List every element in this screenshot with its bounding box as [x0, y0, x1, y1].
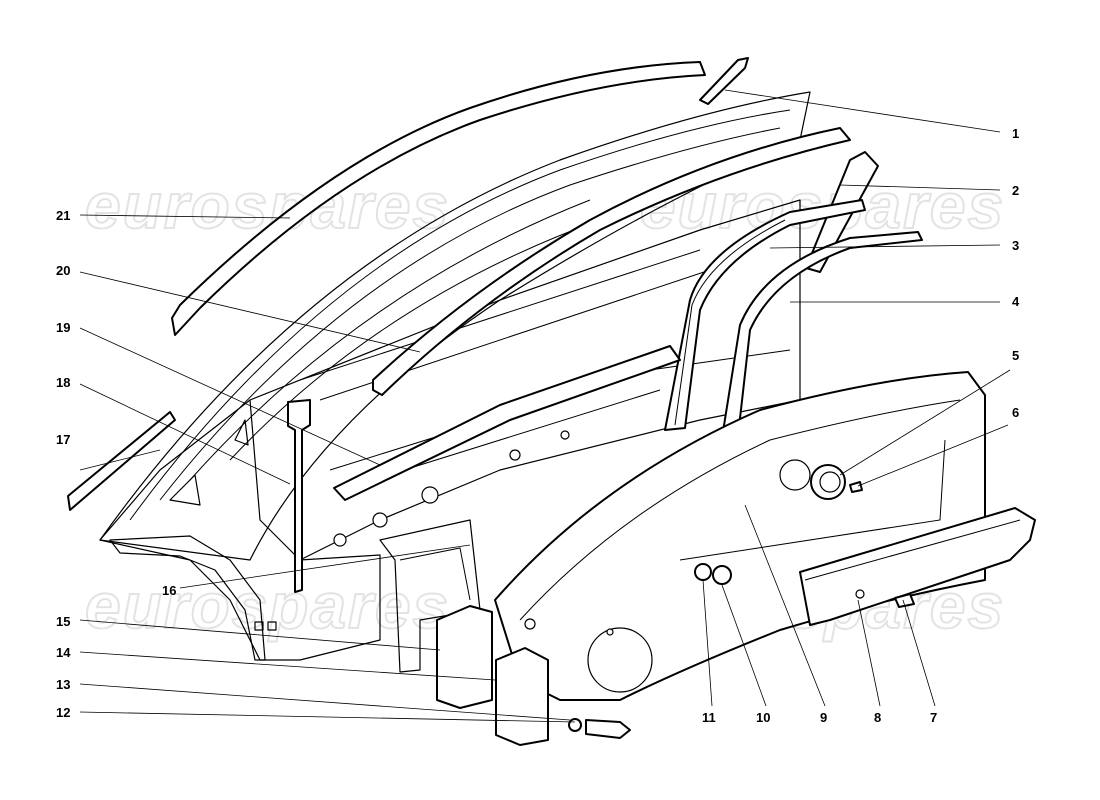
callout-3: 3: [1012, 238, 1019, 253]
part-17-trim-strip: [67, 411, 176, 511]
callout-16: 16: [162, 583, 176, 598]
callout-6: 6: [1012, 405, 1019, 420]
callout-21: 21: [56, 208, 70, 223]
part-15-trim-block: [436, 605, 493, 709]
part-14-trim-block: [495, 647, 549, 746]
callout-17: 17: [56, 432, 70, 447]
callout-labels: 1 2 3 4 5 6 7 8 9 10 11 12 13 14 15 16 1…: [56, 126, 1020, 725]
callout-9: 9: [820, 710, 827, 725]
callout-14: 14: [56, 645, 71, 660]
part-9-door-inner-panel: [494, 371, 986, 701]
part-4-window-channel: [721, 231, 923, 439]
part-1-trim-piece: [699, 57, 749, 105]
part-3-window-frame: [664, 199, 866, 431]
callout-8: 8: [874, 710, 881, 725]
callout-7: 7: [930, 710, 937, 725]
callout-12: 12: [56, 705, 70, 720]
part-20-door-seal: [372, 127, 851, 396]
callout-2: 2: [1012, 183, 1019, 198]
part-7-screw: [894, 593, 915, 608]
callout-20: 20: [56, 263, 70, 278]
part-5-knob: [810, 464, 846, 500]
callout-5: 5: [1012, 348, 1019, 363]
watermark-bottom-left: eurospares: [85, 570, 450, 642]
part-10-washer: [712, 565, 732, 585]
callout-11: 11: [702, 710, 716, 725]
leader-lines: [79, 89, 1011, 723]
part-19-lower-seal: [333, 345, 681, 501]
part-21-roof-trim: [171, 61, 706, 336]
callout-19: 19: [56, 320, 70, 335]
callout-13: 13: [56, 677, 70, 692]
callout-15: 15: [56, 614, 70, 629]
callout-10: 10: [756, 710, 770, 725]
speaker-opening: [587, 627, 653, 693]
callout-4: 4: [1012, 294, 1020, 309]
callout-18: 18: [56, 375, 70, 390]
part-12-bolt: [585, 719, 631, 739]
callout-1: 1: [1012, 126, 1019, 141]
part-6-screw: [849, 481, 863, 493]
part-18-vertical-bar: [287, 399, 311, 593]
part-11-washer: [694, 563, 712, 581]
